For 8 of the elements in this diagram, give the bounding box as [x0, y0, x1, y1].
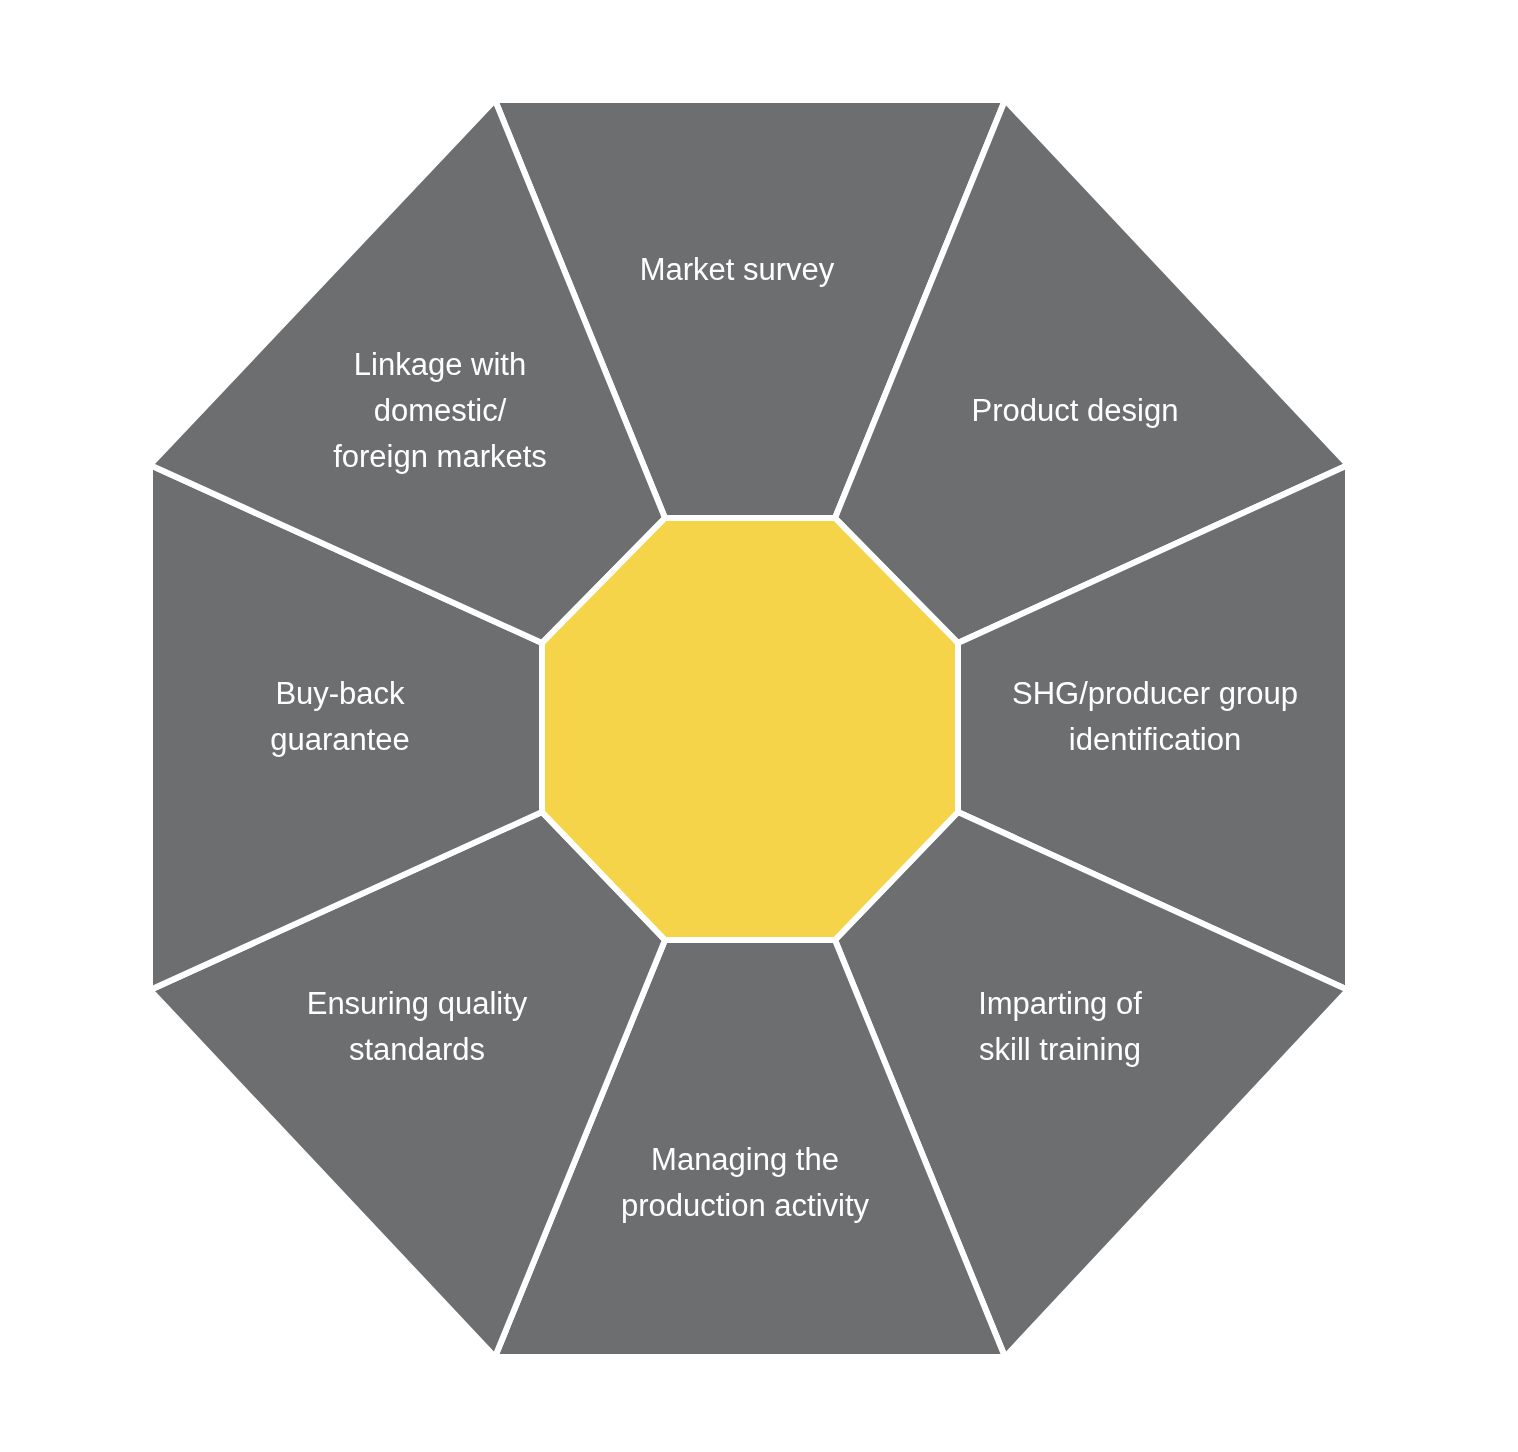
segment-label: Imparting of skill training: [977, 985, 1143, 1069]
segment-label: Market survey: [639, 251, 835, 289]
segment-label: Buy-back guarantee: [269, 675, 411, 759]
segment-label: Managing the production activity: [619, 1141, 871, 1225]
segment-label: Linkage with domestic/ foreign markets: [332, 346, 548, 476]
segment-label: Ensuring quality standards: [305, 985, 529, 1069]
segment-label: Product design: [971, 392, 1179, 430]
segment-label: SHG/producer group identification: [1010, 675, 1299, 759]
